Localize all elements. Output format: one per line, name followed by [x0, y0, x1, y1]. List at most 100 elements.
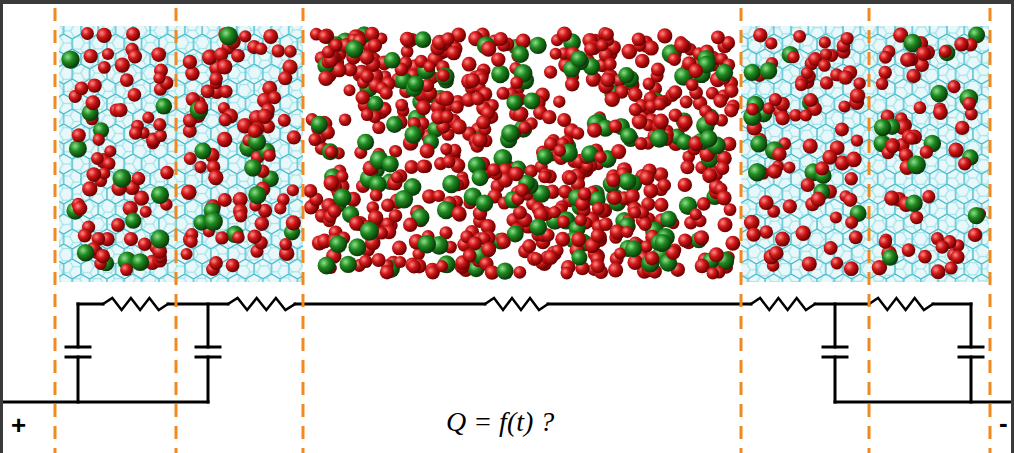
resistor-symbol	[103, 298, 168, 310]
anion-sphere	[604, 58, 617, 71]
anion-sphere	[111, 218, 125, 232]
anion-sphere	[548, 206, 560, 218]
anion-sphere	[901, 52, 916, 67]
anion-sphere	[234, 209, 247, 222]
anion-sphere	[339, 114, 352, 127]
anion-sphere	[405, 160, 419, 174]
anion-sphere	[494, 32, 508, 46]
circuit-wire	[834, 304, 837, 347]
cation-sphere	[61, 50, 79, 68]
anion-sphere	[154, 129, 167, 142]
anion-sphere	[709, 247, 724, 262]
anion-sphere	[446, 46, 461, 61]
anion-sphere	[608, 262, 623, 277]
anion-sphere	[153, 118, 166, 131]
anion-sphere	[72, 128, 86, 142]
anion-sphere	[678, 115, 693, 130]
boundary-dashed-line	[868, 8, 871, 453]
anion-sphere	[654, 198, 668, 212]
anion-sphere	[820, 48, 832, 60]
anion-sphere	[831, 257, 844, 270]
anion-sphere	[554, 145, 566, 157]
anion-sphere	[391, 171, 403, 183]
cation-sphere	[125, 213, 141, 229]
anion-sphere	[614, 247, 626, 259]
cation-sphere	[442, 175, 460, 193]
anion-sphere	[651, 63, 665, 77]
anion-sphere	[124, 232, 138, 246]
anion-sphere	[850, 88, 865, 103]
anion-sphere	[605, 92, 620, 107]
cation-sphere	[418, 235, 436, 253]
cation-sphere	[530, 218, 547, 235]
cation-sphere	[700, 130, 718, 148]
anion-sphere	[713, 94, 727, 108]
anion-sphere	[93, 134, 105, 146]
anion-sphere	[324, 175, 340, 191]
cation-sphere	[571, 250, 587, 266]
anion-sphere	[497, 235, 511, 249]
anion-sphere	[543, 250, 558, 265]
anion-sphere	[902, 243, 916, 257]
anion-sphere	[680, 160, 694, 174]
carbon-mesh	[59, 26, 303, 282]
anion-sphere	[611, 144, 626, 159]
anion-sphere	[571, 232, 586, 247]
anion-sphere	[420, 144, 435, 159]
anion-sphere	[553, 96, 565, 108]
anion-sphere	[286, 215, 301, 230]
anion-sphere	[910, 211, 923, 224]
anion-sphere	[830, 211, 842, 223]
anion-sphere	[522, 239, 536, 253]
cation-sphere	[219, 27, 238, 46]
cation-sphere	[782, 46, 799, 63]
anion-sphere	[557, 215, 570, 228]
anion-sphere	[769, 93, 782, 106]
anion-sphere	[801, 67, 813, 79]
anion-sphere	[219, 85, 232, 98]
anion-sphere	[725, 236, 740, 251]
anion-sphere	[601, 28, 614, 41]
anion-sphere	[767, 164, 782, 179]
circuit-wire	[933, 303, 971, 306]
anion-sphere	[802, 256, 817, 271]
anion-sphere	[592, 202, 605, 215]
anion-sphere	[803, 139, 818, 154]
cation-sphere	[226, 226, 244, 244]
anion-sphere	[849, 230, 863, 244]
anion-sphere	[606, 173, 620, 187]
cation-sphere	[571, 51, 588, 68]
cation-sphere	[318, 257, 336, 275]
equation-label: Q = f(t) ?	[446, 408, 554, 436]
anion-sphere	[851, 134, 863, 146]
anion-sphere	[668, 53, 681, 66]
anion-sphere	[381, 198, 395, 212]
cation-sphere	[874, 119, 891, 136]
anion-sphere	[668, 85, 682, 99]
anion-sphere	[769, 246, 784, 261]
boundary-lines	[55, 8, 990, 453]
boundary-dashed-line	[989, 8, 992, 453]
anion-sphere	[380, 87, 393, 100]
electrode-left	[59, 26, 303, 282]
capacitor-plate	[196, 346, 220, 349]
anion-sphere	[629, 206, 641, 218]
anion-sphere	[439, 91, 454, 106]
cation-sphere	[491, 65, 509, 83]
anion-sphere	[96, 28, 111, 43]
simulation-illustration	[3, 4, 1014, 453]
anion-sphere	[318, 71, 333, 86]
resistor-symbol	[228, 298, 295, 310]
cation-sphere	[501, 124, 519, 142]
cation-sphere	[744, 64, 761, 81]
anion-sphere	[638, 218, 651, 231]
anion-sphere	[674, 38, 689, 53]
anion-sphere	[328, 204, 342, 218]
boundary-dashed-line	[175, 8, 178, 453]
anion-sphere	[140, 206, 152, 218]
anion-sphere	[279, 238, 292, 251]
anion-sphere	[424, 61, 436, 73]
anion-sphere	[557, 113, 571, 127]
circuit-wire	[78, 303, 103, 306]
